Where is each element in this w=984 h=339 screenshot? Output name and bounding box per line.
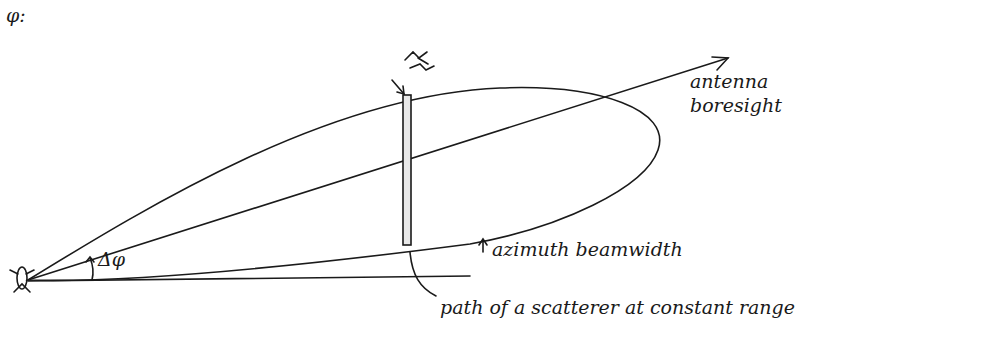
beamwidth-label: azimuth beamwidth [492, 238, 683, 262]
boresight-label: antenna boresight [690, 70, 800, 118]
arrow-head [86, 257, 94, 262]
arrow-head [712, 57, 728, 70]
path-label: path of a scatterer at constant range [440, 296, 795, 320]
scatterer-path [403, 95, 411, 245]
angle-label: Δφ [98, 248, 125, 272]
arrow-head [397, 86, 404, 94]
pointer-arrow [392, 80, 404, 94]
boresight-line [28, 58, 728, 280]
scatterer-symbol [405, 52, 434, 70]
reference-line [28, 276, 470, 281]
symbol-label: φ: [6, 4, 26, 28]
arrow-head [479, 239, 487, 245]
pointer-arrow [482, 240, 484, 252]
antenna-symbol [17, 267, 27, 289]
leader-line [410, 252, 436, 296]
